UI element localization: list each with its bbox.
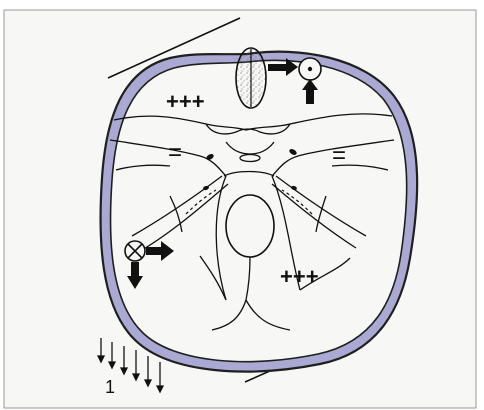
force-number-label: 1: [105, 377, 115, 397]
left-equal-label: =: [168, 139, 182, 166]
posterior-plus-label: +++: [280, 264, 319, 289]
circle-cross-icon: [125, 241, 145, 261]
right-equal-label: =: [332, 142, 346, 169]
circle-dot-icon: [299, 58, 321, 80]
anterior-plus-label: +++: [166, 89, 205, 114]
vertebra-icon: [236, 48, 266, 108]
